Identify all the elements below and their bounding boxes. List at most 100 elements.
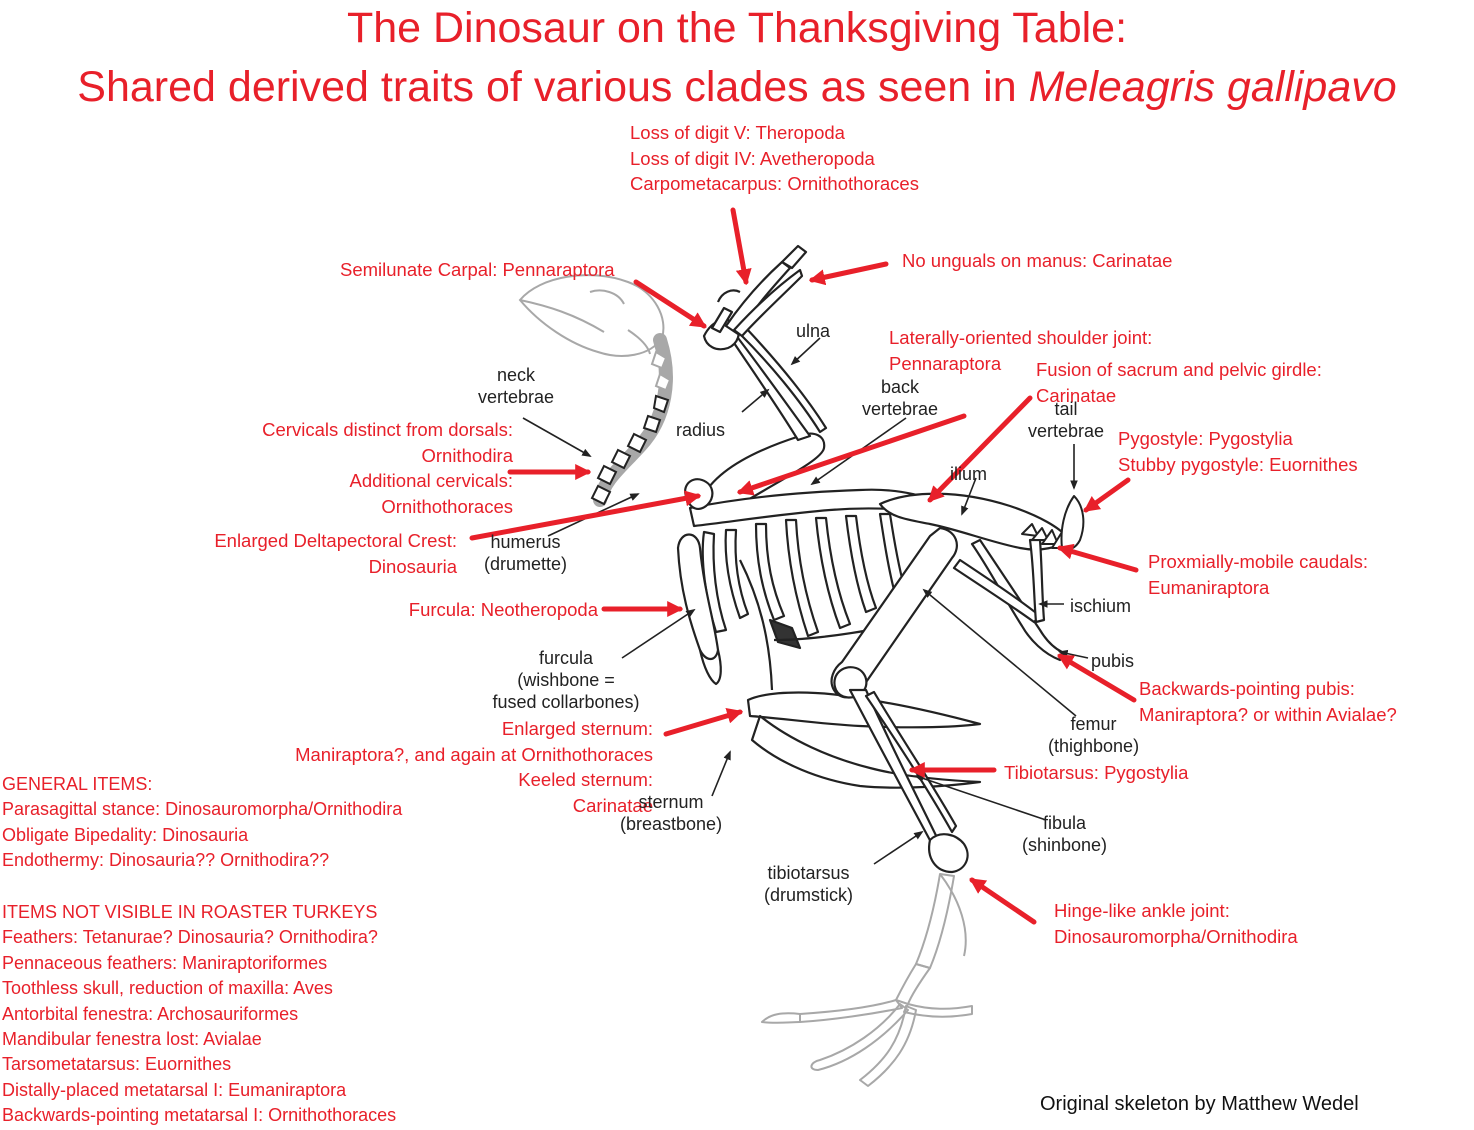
annotation-tibiotarsus: Tibiotarsus: Pygostylia xyxy=(1004,760,1188,786)
bone-label-line: tail xyxy=(1054,399,1078,419)
annotation-line: Carpometacarpus: Ornithothoraces xyxy=(630,173,919,194)
not-visible-item: Backwards-pointing metatarsal I: Ornitho… xyxy=(2,1105,397,1126)
not-visible-item: Toothless skull, reduction of maxilla: A… xyxy=(2,978,333,999)
annotation-wing-digits: Loss of digit V: Theropoda Loss of digit… xyxy=(630,120,919,197)
title-species: Meleagris gallipavo xyxy=(1028,63,1397,111)
annotation-line: Additional cervicals: xyxy=(349,470,514,491)
bone-label-ilium: ilium xyxy=(950,463,987,485)
annotation-furcula: Furcula: Neotheropoda xyxy=(340,597,598,623)
bone-label-line: back xyxy=(881,377,920,397)
arrow-semilunate xyxy=(633,279,707,329)
bone-label-line: (drumette) xyxy=(484,554,568,574)
not-visible-item: Tarsometatarsus: Euornithes xyxy=(2,1054,232,1075)
title-line-2-prefix: Shared derived traits of various clades … xyxy=(77,63,1029,111)
annotation-line: Loss of digit V: Theropoda xyxy=(630,122,845,143)
bone-label-tail-vertebrae: tail vertebrae xyxy=(1028,398,1104,442)
arrow-shoulder xyxy=(736,413,967,496)
tail-bones xyxy=(1021,495,1085,551)
arrow-pubis xyxy=(1057,653,1137,703)
annotation-line: Enlarged sternum: xyxy=(501,718,653,739)
arrow-sacrum xyxy=(927,395,1033,503)
annotation-line: Fusion of sacrum and pelvic girdle: xyxy=(1036,359,1322,380)
bone-label-line: (shinbone) xyxy=(1022,835,1108,855)
bone-label-line: neck xyxy=(497,365,536,385)
annotation-line: Loss of digit IV: Avetheropoda xyxy=(630,147,875,169)
bone-label-pubis: pubis xyxy=(1091,650,1134,672)
annotation-line: Carinatae xyxy=(1036,384,1117,406)
general-item: Endothermy: Dinosauria?? Ornithodira?? xyxy=(2,850,330,871)
bone-label-ulna: ulna xyxy=(796,320,830,342)
arrow-wing-digits xyxy=(730,207,752,286)
general-item: Parasagittal stance: Dinosauromorpha/Orn… xyxy=(2,799,403,820)
annotation-line: Carinatae xyxy=(572,794,653,816)
neck-vertebrae-bones xyxy=(590,333,673,507)
title-line-2: Shared derived traits of various clades … xyxy=(0,62,1474,112)
annotation-line: Hinge-like ankle joint: xyxy=(1054,900,1230,921)
annotation-line: Laterally-oriented shoulder joint: xyxy=(889,327,1153,348)
annotation-caudals: Proxmially-mobile caudals: Eumaniraptora xyxy=(1148,549,1368,600)
annotation-line: Eumaniraptora xyxy=(1148,576,1270,598)
arrow-pygostyle xyxy=(1083,477,1131,513)
bone-label-fibula: fibula (shinbone) xyxy=(1022,812,1107,856)
annotation-sternum: Enlarged sternum: Maniraptora?, and agai… xyxy=(240,716,653,818)
arrow-no-unguals xyxy=(808,261,889,286)
annotation-line: Keeled sternum: xyxy=(518,769,653,790)
trait-arrows xyxy=(469,207,1139,925)
annotation-shoulder: Laterally-oriented shoulder joint: Penna… xyxy=(889,325,1152,376)
not-visible-item: Mandibular fenestra lost: Avialae xyxy=(2,1029,262,1050)
bone-label-line: radius xyxy=(676,420,726,440)
annotation-line: Dinosauromorpha/Ornithodira xyxy=(1054,925,1298,947)
not-visible-item: Distally-placed metatarsal I: Eumanirapt… xyxy=(2,1079,347,1100)
annotation-line: Pennaraptora xyxy=(889,352,1002,374)
arrow-deltapectoral xyxy=(469,490,702,541)
annotation-line: No unguals on manus: Carinatae xyxy=(902,250,1173,271)
bone-label-tibiotarsus: tibiotarsus (drumstick) xyxy=(764,862,853,906)
general-items-heading: GENERAL ITEMS: xyxy=(2,774,153,794)
bone-label-line: ischium xyxy=(1070,596,1132,616)
annotation-line: Proxmially-mobile caudals: xyxy=(1148,551,1369,572)
annotation-line: Stubby pygostyle: Euornithes xyxy=(1118,453,1358,475)
general-items-list: GENERAL ITEMS: Parasagittal stance: Dino… xyxy=(2,772,402,874)
annotation-line: Tibiotarsus: Pygostylia xyxy=(1004,762,1189,783)
bone-label-neck-vertebrae: neck vertebrae xyxy=(478,364,554,408)
bone-label-line: humerus xyxy=(490,532,561,552)
bone-label-line: fibula xyxy=(1043,813,1087,833)
bone-label-line: (thighbone) xyxy=(1048,736,1140,756)
annotation-semilunate: Semilunate Carpal: Pennaraptora xyxy=(340,257,615,283)
credit-text: Original skeleton by Matthew Wedel xyxy=(1040,1093,1359,1115)
arrow-caudals xyxy=(1056,543,1139,573)
annotation-no-unguals: No unguals on manus: Carinatae xyxy=(902,248,1172,274)
annotation-pygostyle: Pygostyle: Pygostylia Stubby pygostyle: … xyxy=(1118,426,1358,477)
annotation-line: Cervicals distinct from dorsals: xyxy=(262,419,513,440)
bone-label-line: (drumstick) xyxy=(764,885,853,905)
bone-label-line: vertebrae xyxy=(1028,421,1105,441)
annotation-line: Enlarged Deltapectoral Crest: xyxy=(214,530,457,551)
bone-label-line: furcula xyxy=(538,648,594,668)
annotation-line: Ornithothoraces xyxy=(381,495,513,517)
annotation-line: Ornithodira xyxy=(421,444,513,466)
not-visible-item: Feathers: Tetanurae? Dinosauria? Ornitho… xyxy=(2,927,378,948)
arrow-sternum xyxy=(663,707,744,737)
bone-label-line: (breastbone) xyxy=(620,814,723,834)
bone-label-line: femur xyxy=(1070,714,1117,734)
annotation-cervicals: Cervicals distinct from dorsals: Ornitho… xyxy=(200,417,513,519)
bone-label-line: ulna xyxy=(796,321,831,341)
bone-label-line: sternum xyxy=(638,792,704,812)
annotation-line: Semilunate Carpal: Pennaraptora xyxy=(340,259,615,280)
bone-label-furcula: furcula (wishbone = fused collarbones) xyxy=(476,647,656,713)
pelvis-bones xyxy=(878,492,1070,662)
annotation-pubis: Backwards-pointing pubis: Maniraptora? o… xyxy=(1139,676,1397,727)
not-visible-item: Pennaceous feathers: Maniraptoriformes xyxy=(2,952,328,973)
not-visible-heading: ITEMS NOT VISIBLE IN ROASTER TURKEYS xyxy=(2,902,378,922)
arrow-ankle xyxy=(969,877,1037,925)
bone-label-line: ilium xyxy=(950,464,988,484)
title-line-1: The Dinosaur on the Thanksgiving Table: xyxy=(346,4,1128,52)
annotation-line: Backwards-pointing pubis: xyxy=(1139,678,1355,699)
not-visible-items-list: ITEMS NOT VISIBLE IN ROASTER TURKEYS Fea… xyxy=(2,900,396,1129)
foot-outline xyxy=(761,873,973,1087)
not-visible-item: Antorbital fenestra: Archosauriformes xyxy=(2,1003,299,1024)
bone-label-back-vertebrae: back vertebrae xyxy=(862,376,938,420)
wing-bones xyxy=(700,244,828,514)
